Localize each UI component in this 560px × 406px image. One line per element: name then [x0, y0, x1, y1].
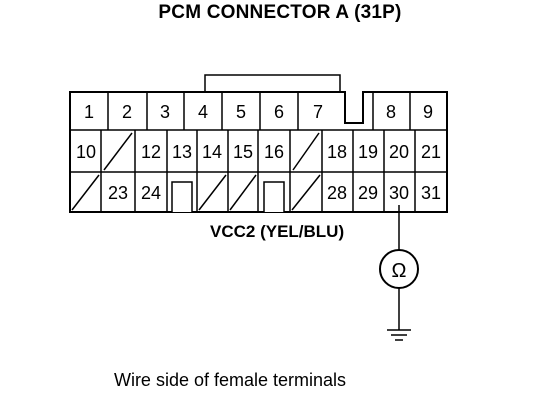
terminal-label: 9 — [423, 102, 433, 122]
terminal-label: 23 — [108, 183, 128, 203]
terminal-label: 12 — [141, 142, 161, 162]
terminal-label: 18 — [327, 142, 347, 162]
unused-cavity-slash — [292, 132, 320, 171]
unused-cavity-slash — [229, 174, 257, 211]
terminal-label: 7 — [313, 102, 323, 122]
ohm-symbol: Ω — [392, 260, 407, 282]
keying-notch — [171, 181, 193, 212]
terminal-label: 16 — [264, 142, 284, 162]
ground-icon — [387, 329, 411, 341]
unused-cavity-slash — [198, 174, 227, 211]
terminal-label: 6 — [274, 102, 284, 122]
unused-cavity-slash — [71, 174, 100, 211]
wire-label: VCC2 (YEL/BLU) — [210, 222, 345, 241]
connector-latch — [204, 74, 341, 92]
caption: Wire side of female terminals — [113, 370, 347, 390]
terminal-label: 30 — [389, 183, 409, 203]
unused-cavity-slash — [291, 174, 321, 211]
terminal-label: 14 — [202, 142, 222, 162]
connector-outline — [69, 91, 448, 213]
page-title: PCM CONNECTOR A (31P) — [158, 2, 402, 23]
terminal-label: 3 — [160, 102, 170, 122]
terminal-label: 10 — [76, 142, 96, 162]
unused-cavity-slash — [103, 132, 133, 171]
terminal-label: 15 — [233, 142, 253, 162]
terminal-label: 21 — [421, 142, 441, 162]
ohmmeter-icon: Ω — [379, 249, 419, 289]
terminal-label: 31 — [421, 183, 441, 203]
terminal-label: 5 — [236, 102, 246, 122]
terminal-label: 24 — [141, 183, 161, 203]
terminal-label: 19 — [358, 142, 378, 162]
terminal-label: 28 — [327, 183, 347, 203]
terminal-label: 20 — [389, 142, 409, 162]
keying-notch — [263, 181, 285, 212]
terminal-label: 13 — [172, 142, 192, 162]
terminal-label: 8 — [386, 102, 396, 122]
terminal-label: 1 — [84, 102, 94, 122]
terminal-label: 29 — [358, 183, 378, 203]
terminal-label: 4 — [198, 102, 208, 122]
terminal-label: 2 — [122, 102, 132, 122]
